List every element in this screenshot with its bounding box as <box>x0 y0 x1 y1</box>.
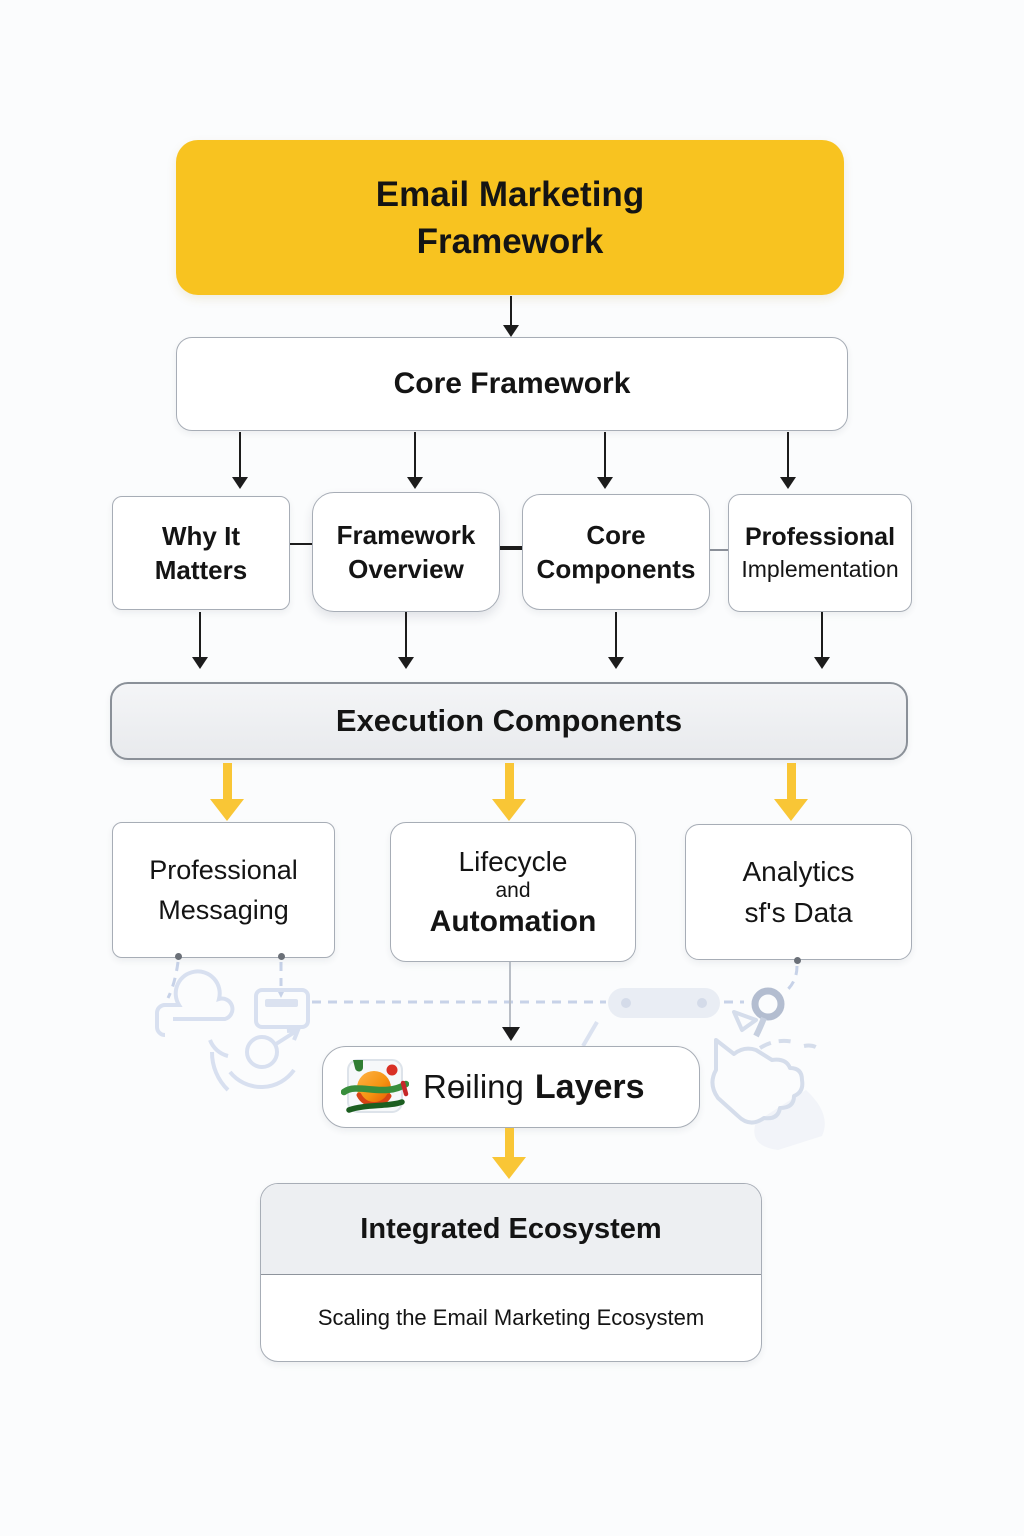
professional-messaging-node: Professional Messaging <box>112 822 335 958</box>
core-components-line2: Components <box>536 554 696 584</box>
dashed-arrowhead <box>277 990 285 998</box>
anchor-dot <box>794 957 801 964</box>
execution-components-node: Execution Components <box>110 682 908 760</box>
core-components-line1: Core <box>586 520 646 550</box>
integrated-ecosystem-header: Integrated Ecosystem <box>261 1184 761 1275</box>
professional-messaging-line2: Messaging <box>158 895 289 925</box>
target-arrow-sketch-icon <box>209 1024 303 1092</box>
title-line-2: Framework <box>416 221 604 261</box>
lifecycle-automation-node: Lifecycle and Automation <box>390 822 636 962</box>
hand-sketch-icon <box>710 1010 825 1150</box>
rolling-word: Rɵiling <box>423 1067 524 1105</box>
framework-overview-line2: Overview <box>348 554 464 584</box>
lens-ring-sketch-icon <box>751 987 785 1038</box>
anchor-dot <box>175 953 182 960</box>
core-framework-label: Core Framework <box>393 367 631 400</box>
stray-sketch-line <box>581 1020 599 1048</box>
analytics-line1: Analytics <box>742 856 855 887</box>
capsule-bar-shape <box>608 988 720 1018</box>
professional-implementation-node: Professional Implementation <box>728 494 912 612</box>
core-components-node: Core Components <box>522 494 710 610</box>
mail-card-sketch-icon <box>254 988 310 1029</box>
integrated-ecosystem-node: Integrated Ecosystem Scaling the Email M… <box>260 1183 762 1362</box>
framework-overview-node: Framework Overview <box>312 492 500 612</box>
layers-word: Layers <box>534 1067 645 1106</box>
colorful-layers-logo-icon <box>341 1059 409 1113</box>
professional-implementation-line1: Professional <box>744 523 896 551</box>
professional-messaging-line1: Professional <box>149 855 298 885</box>
framework-overview-line1: Framework <box>336 520 476 550</box>
integrated-ecosystem-title: Integrated Ecosystem <box>360 1212 662 1245</box>
rolling-layers-label: Rɵiling Layers <box>423 1068 645 1107</box>
dashed-connector-lines <box>166 961 799 1004</box>
professional-implementation-line2: Implementation <box>741 556 899 582</box>
and-line: and <box>495 878 531 902</box>
automation-line: Automation <box>429 904 597 938</box>
analytics-line2: sf's Data <box>744 897 853 928</box>
title-line-1: Email Marketing <box>375 174 645 214</box>
cloud-sketch-icon <box>155 969 235 1058</box>
title-node: Email Marketing Framework <box>176 140 844 295</box>
analytics-data-node: Analytics sf's Data <box>685 824 912 960</box>
why-it-matters-node: Why It Matters <box>112 496 290 610</box>
why-it-matters-line1: Why It <box>162 521 240 551</box>
lifecycle-line: Lifecycle <box>458 845 568 877</box>
anchor-dot <box>278 953 285 960</box>
integrated-ecosystem-subtitle: Scaling the Email Marketing Ecosystem <box>317 1305 705 1330</box>
execution-components-label: Execution Components <box>335 703 683 738</box>
core-framework-node: Core Framework <box>176 337 848 431</box>
why-it-matters-line2: Matters <box>154 555 248 585</box>
integrated-ecosystem-body: Scaling the Email Marketing Ecosystem <box>261 1275 761 1361</box>
rolling-layers-node: Rɵiling Layers <box>322 1046 700 1128</box>
